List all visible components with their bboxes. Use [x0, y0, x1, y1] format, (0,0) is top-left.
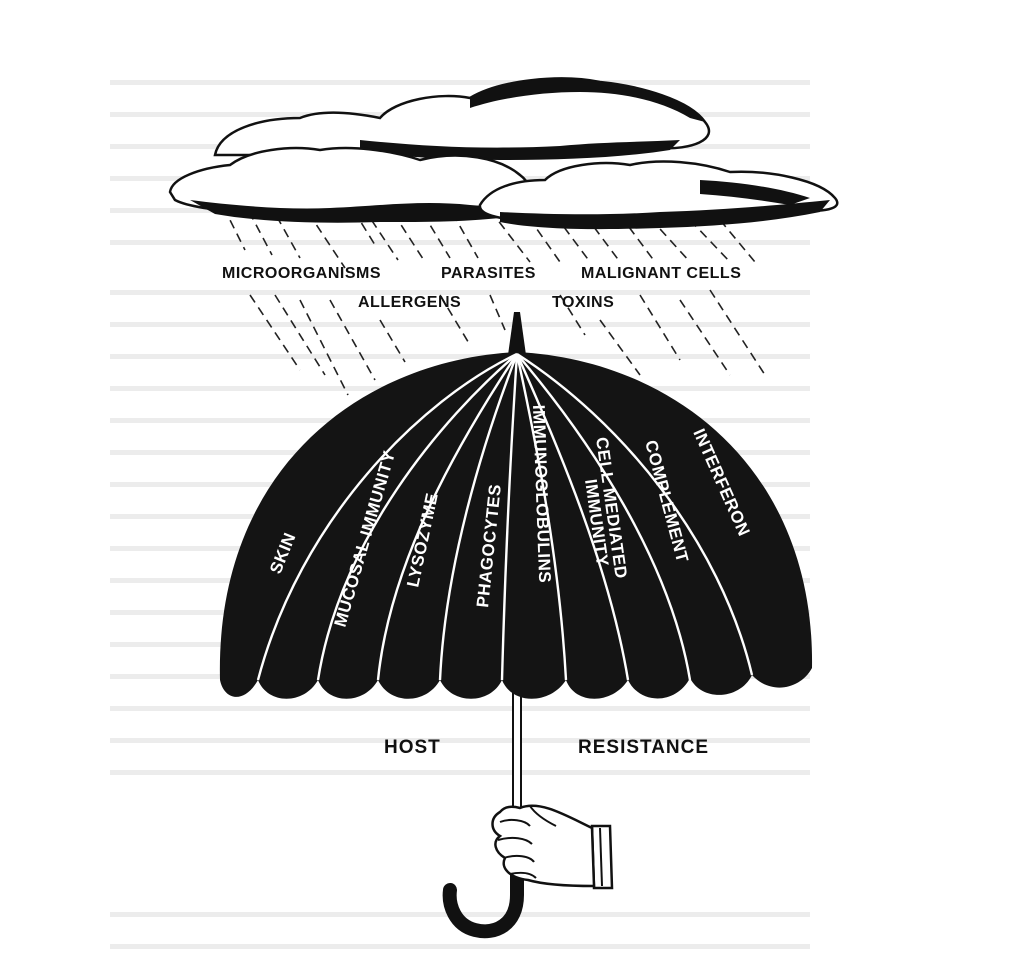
caption-resistance: RESISTANCE [578, 737, 709, 758]
threat-malignant-cells: MALIGNANT CELLS [581, 265, 741, 282]
threat-parasites: PARASITES [441, 265, 536, 282]
threat-microorganisms: MICROORGANISMS [222, 265, 381, 282]
threat-labels: MICROORGANISMS PARASITES MALIGNANT CELLS… [222, 265, 741, 311]
rain-icon [209, 171, 766, 396]
cloud-icon [168, 77, 839, 230]
caption: HOST RESISTANCE [384, 737, 709, 758]
umbrella-icon [219, 312, 813, 939]
threat-allergens: ALLERGENS [358, 294, 461, 311]
threat-toxins: TOXINS [552, 294, 614, 311]
hand-icon [491, 804, 614, 890]
caption-host: HOST [384, 737, 441, 758]
